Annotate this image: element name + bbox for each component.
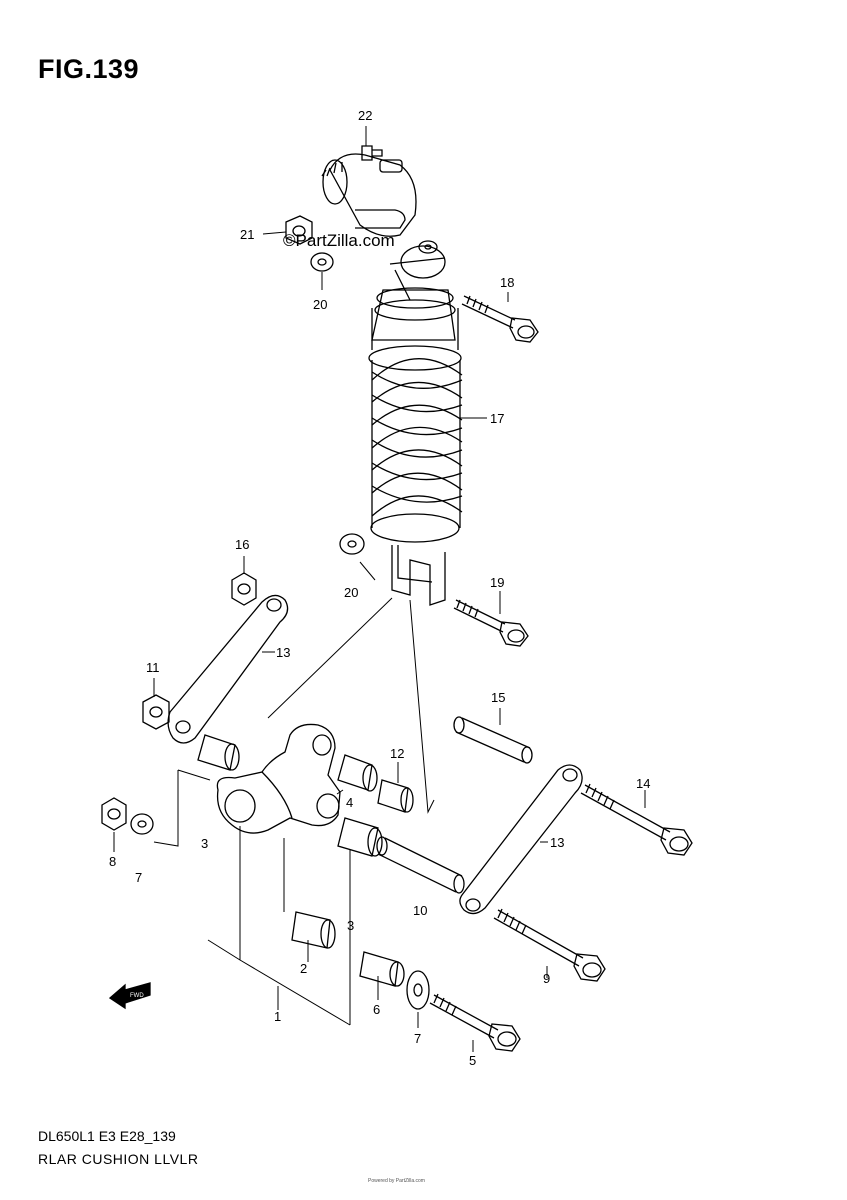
callout-19: 19 — [490, 575, 504, 590]
callout-16: 16 — [235, 537, 249, 552]
callout-20-top: 20 — [313, 297, 327, 312]
fwd-arrow-icon: FWD — [108, 982, 151, 1010]
cushion-lever — [216, 723, 341, 834]
callout-3-left: 3 — [201, 836, 208, 851]
bolt-5 — [429, 993, 521, 1052]
callout-9: 9 — [543, 971, 550, 986]
washer-7-left — [130, 813, 154, 835]
collar-12 — [377, 779, 414, 813]
callout-3-right: 3 — [347, 918, 354, 933]
leader-lines — [113, 126, 646, 1052]
callout-13-lower: 13 — [550, 835, 564, 850]
washer-20-bottom — [339, 533, 365, 555]
bushing-3-right — [337, 817, 383, 857]
callout-1: 1 — [274, 1009, 281, 1024]
callout-14: 14 — [636, 776, 650, 791]
callout-20-bottom: 20 — [344, 585, 358, 600]
tiny-footer-text: Powered by PartZilla.com — [368, 1178, 425, 1184]
rod-13-upper — [167, 594, 289, 744]
callout-18: 18 — [500, 275, 514, 290]
callout-10: 10 — [413, 903, 427, 918]
callout-17: 17 — [490, 411, 504, 426]
callout-7-left: 7 — [135, 870, 142, 885]
callout-12: 12 — [390, 746, 404, 761]
callout-2: 2 — [300, 961, 307, 976]
washer-20-top — [310, 252, 334, 272]
shock-absorber — [321, 153, 463, 606]
bushing-4 — [337, 754, 378, 792]
bolt-9 — [493, 908, 606, 982]
callout-4: 4 — [346, 795, 353, 810]
callout-numbers: 22 21 20 18 17 16 13 11 20 19 15 12 4 14… — [109, 108, 650, 1068]
bolt-19 — [453, 599, 529, 647]
bolt-14 — [580, 783, 693, 856]
rod-13-lower — [459, 764, 583, 915]
model-code: DL650L1 E3 E28_139 — [38, 1128, 176, 1144]
bushing-left — [197, 734, 240, 771]
bolt-22 — [361, 145, 383, 161]
figure-title: FIG.139 — [38, 54, 140, 84]
washer-7-right — [406, 970, 430, 1010]
callout-6: 6 — [373, 1002, 380, 1017]
callout-13-upper: 13 — [276, 645, 290, 660]
watermark: ©PartZilla.com — [283, 231, 395, 250]
callout-22: 22 — [358, 108, 372, 123]
collar-6 — [359, 951, 405, 987]
callout-21: 21 — [240, 227, 254, 242]
callout-8: 8 — [109, 854, 116, 869]
nut-21 — [285, 215, 313, 245]
fwd-label: FWD — [130, 993, 144, 999]
nut-11 — [142, 694, 170, 730]
part-name: RLAR CUSHION LLVLR — [38, 1151, 199, 1167]
nut-8 — [101, 797, 127, 831]
bolt-18 — [461, 295, 539, 343]
callout-5: 5 — [469, 1053, 476, 1068]
bushing-2 — [291, 911, 336, 949]
tube-10 — [376, 836, 465, 894]
callout-15: 15 — [491, 690, 505, 705]
callout-11: 11 — [146, 660, 160, 675]
tube-15 — [453, 716, 533, 764]
callout-7-right: 7 — [414, 1031, 421, 1046]
nut-16 — [231, 572, 257, 606]
